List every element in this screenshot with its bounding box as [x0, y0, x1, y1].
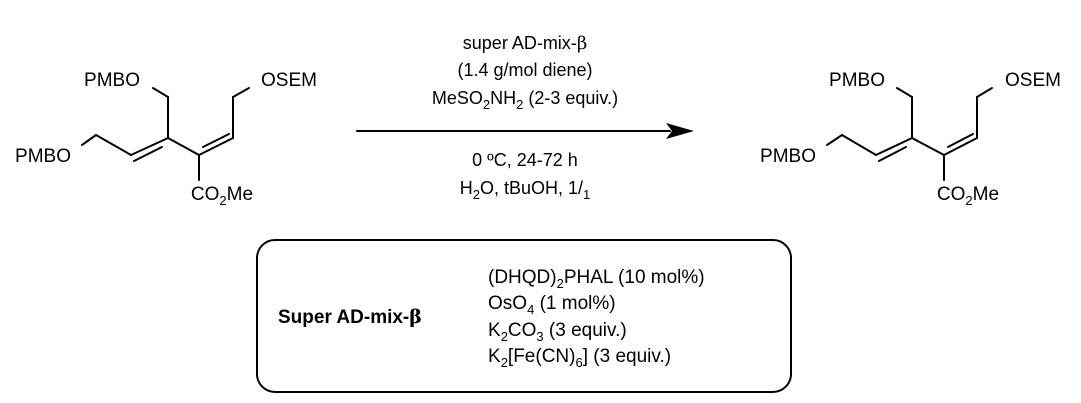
condition-solvent: H2O, tBuOH, 1/1	[460, 178, 591, 202]
reagent-item-oxidant: K2[Fe(CN)6] (3 equiv.)	[488, 346, 671, 370]
reagent-item-ligand: (DHQD)2PHAL (10 mol%)	[488, 267, 705, 291]
reactant-bonds	[81, 87, 250, 181]
reagent-item-osmium: OsO4 (1 mol%)	[488, 293, 616, 317]
conditions-below-arrow: 0 ºC, 24-72 h H2O, tBuOH, 1/1	[460, 150, 591, 202]
reaction-arrow	[356, 123, 694, 139]
product-structure: PMBO OSEM PMBO CO2Me	[760, 70, 1061, 208]
reactant-pmbo-left-label: PMBO	[15, 146, 71, 167]
reactant-osem-label: OSEM	[261, 70, 317, 91]
product-osem-label: OSEM	[1005, 70, 1061, 91]
product-pmbo-top-label: PMBO	[829, 70, 885, 91]
product-ester-label: CO2Me	[937, 184, 999, 208]
product-bonds	[826, 87, 993, 181]
condition-additive: MeSO2NH2 (2-3 equiv.)	[432, 88, 618, 112]
reagent-box: Super AD-mix-β (DHQD)2PHAL (10 mol%) OsO…	[256, 239, 792, 393]
reactant-pmbo-top-label: PMBO	[84, 70, 140, 91]
reactant-ester-label: CO2Me	[191, 184, 253, 208]
reagent-item-base: K2CO3 (3 equiv.)	[488, 320, 627, 344]
conditions-above-arrow: super AD-mix-β (1.4 g/mol diene) MeSO2NH…	[432, 33, 618, 112]
reagent-box-title: Super AD-mix-β	[278, 306, 422, 328]
condition-loading: (1.4 g/mol diene)	[457, 60, 592, 80]
product-pmbo-left-label: PMBO	[760, 146, 816, 167]
condition-temperature-time: 0 ºC, 24-72 h	[472, 150, 578, 170]
condition-reagent: super AD-mix-β	[463, 33, 587, 54]
reactant-structure: PMBO OSEM PMBO CO2Me	[15, 70, 317, 208]
